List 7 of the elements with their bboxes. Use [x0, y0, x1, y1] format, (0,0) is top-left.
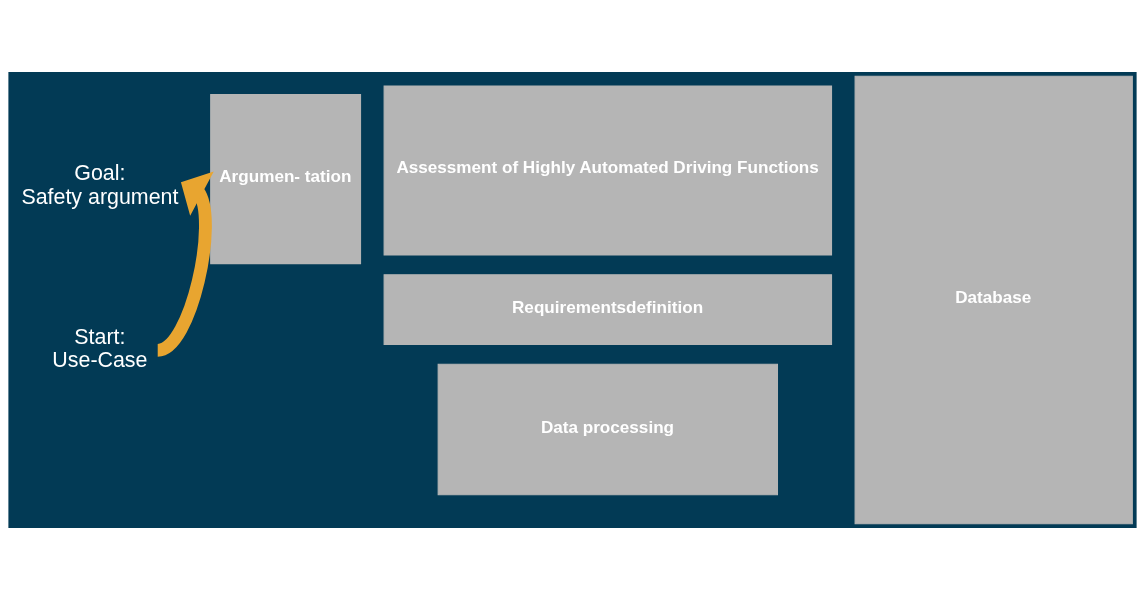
node-box: Argumen- tation	[210, 93, 362, 264]
node-box: Assessment of Highly Automated Driving Functions	[383, 84, 833, 256]
node-text: Goal: Safety argument	[21, 160, 179, 209]
node-box: Database	[854, 75, 1133, 524]
node-box: Data processing	[437, 363, 779, 495]
node-text: Start: Use-Case	[52, 324, 148, 372]
node-box: Requirementsdefinition	[383, 273, 833, 345]
